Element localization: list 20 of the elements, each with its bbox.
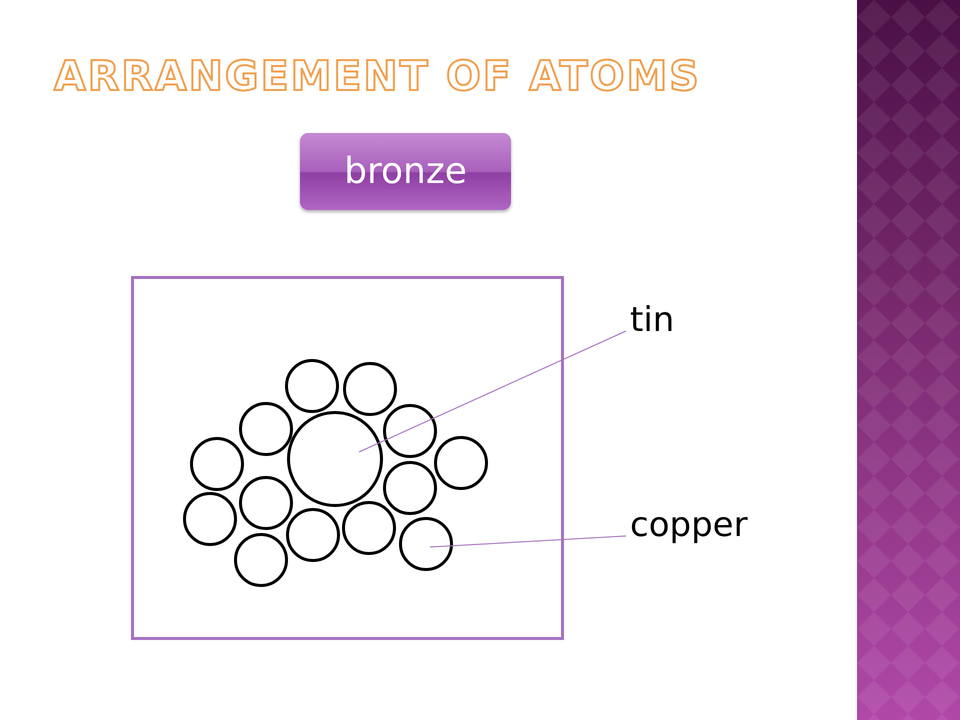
atom-circle [239,476,293,530]
atom-circle [285,359,339,413]
atom-circle [183,492,237,546]
atom-circle [383,404,437,458]
part-label: tin [630,300,720,350]
atom-circle [190,437,244,491]
atom-circle [434,436,488,490]
atom-circle [234,533,288,587]
atom-circle [239,402,293,456]
atom-circle [286,508,340,562]
atom-circle [287,411,383,507]
part-label: copper [630,505,790,555]
slide-title: ARRANGEMENT OF ATOMS [54,52,701,100]
atom-circle [343,362,397,416]
atom-circle [342,501,396,555]
diagram-frame [131,276,564,640]
label-tag: bronze [300,133,511,210]
atom-circle [399,517,453,571]
leader-line [430,536,626,548]
atom-circle [383,461,437,515]
